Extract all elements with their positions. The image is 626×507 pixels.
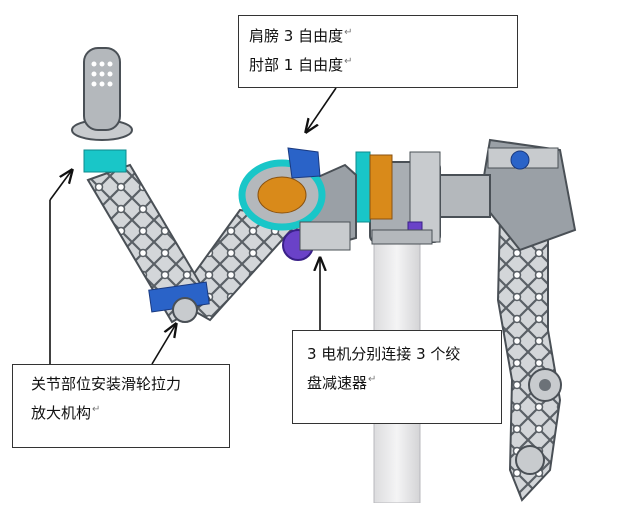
callout-joint-pulley: 关节部位安装滑轮拉力 放大机构↵ [12,364,230,448]
forearm [86,163,212,324]
callout-line: 肩膀 3 自由度↵ [249,27,353,45]
callout-line: 肘部 1 自由度↵ [249,56,353,74]
callout-line: 放大机构↵ [31,404,101,422]
joint-arrow-lower [151,324,176,365]
gripper [71,47,133,173]
callout-arrows [49,87,337,365]
callout-motor-reducer: 3 电机分别连接 3 个绞 盘减速器↵ [292,330,502,424]
callout-line: 盘减速器↵ [307,374,377,392]
callout-line: 关节部位安装滑轮拉力 [31,375,182,393]
callout-line: 3 电机分别连接 3 个绞 [307,345,461,363]
right-arm [478,138,577,502]
callout-shoulder-dof: 肩膀 3 自由度↵ 肘部 1 自由度↵ [238,15,518,88]
joint-arrow-upper [49,170,72,201]
shoulder-arrow [306,87,337,132]
shoulder-block [355,151,491,245]
